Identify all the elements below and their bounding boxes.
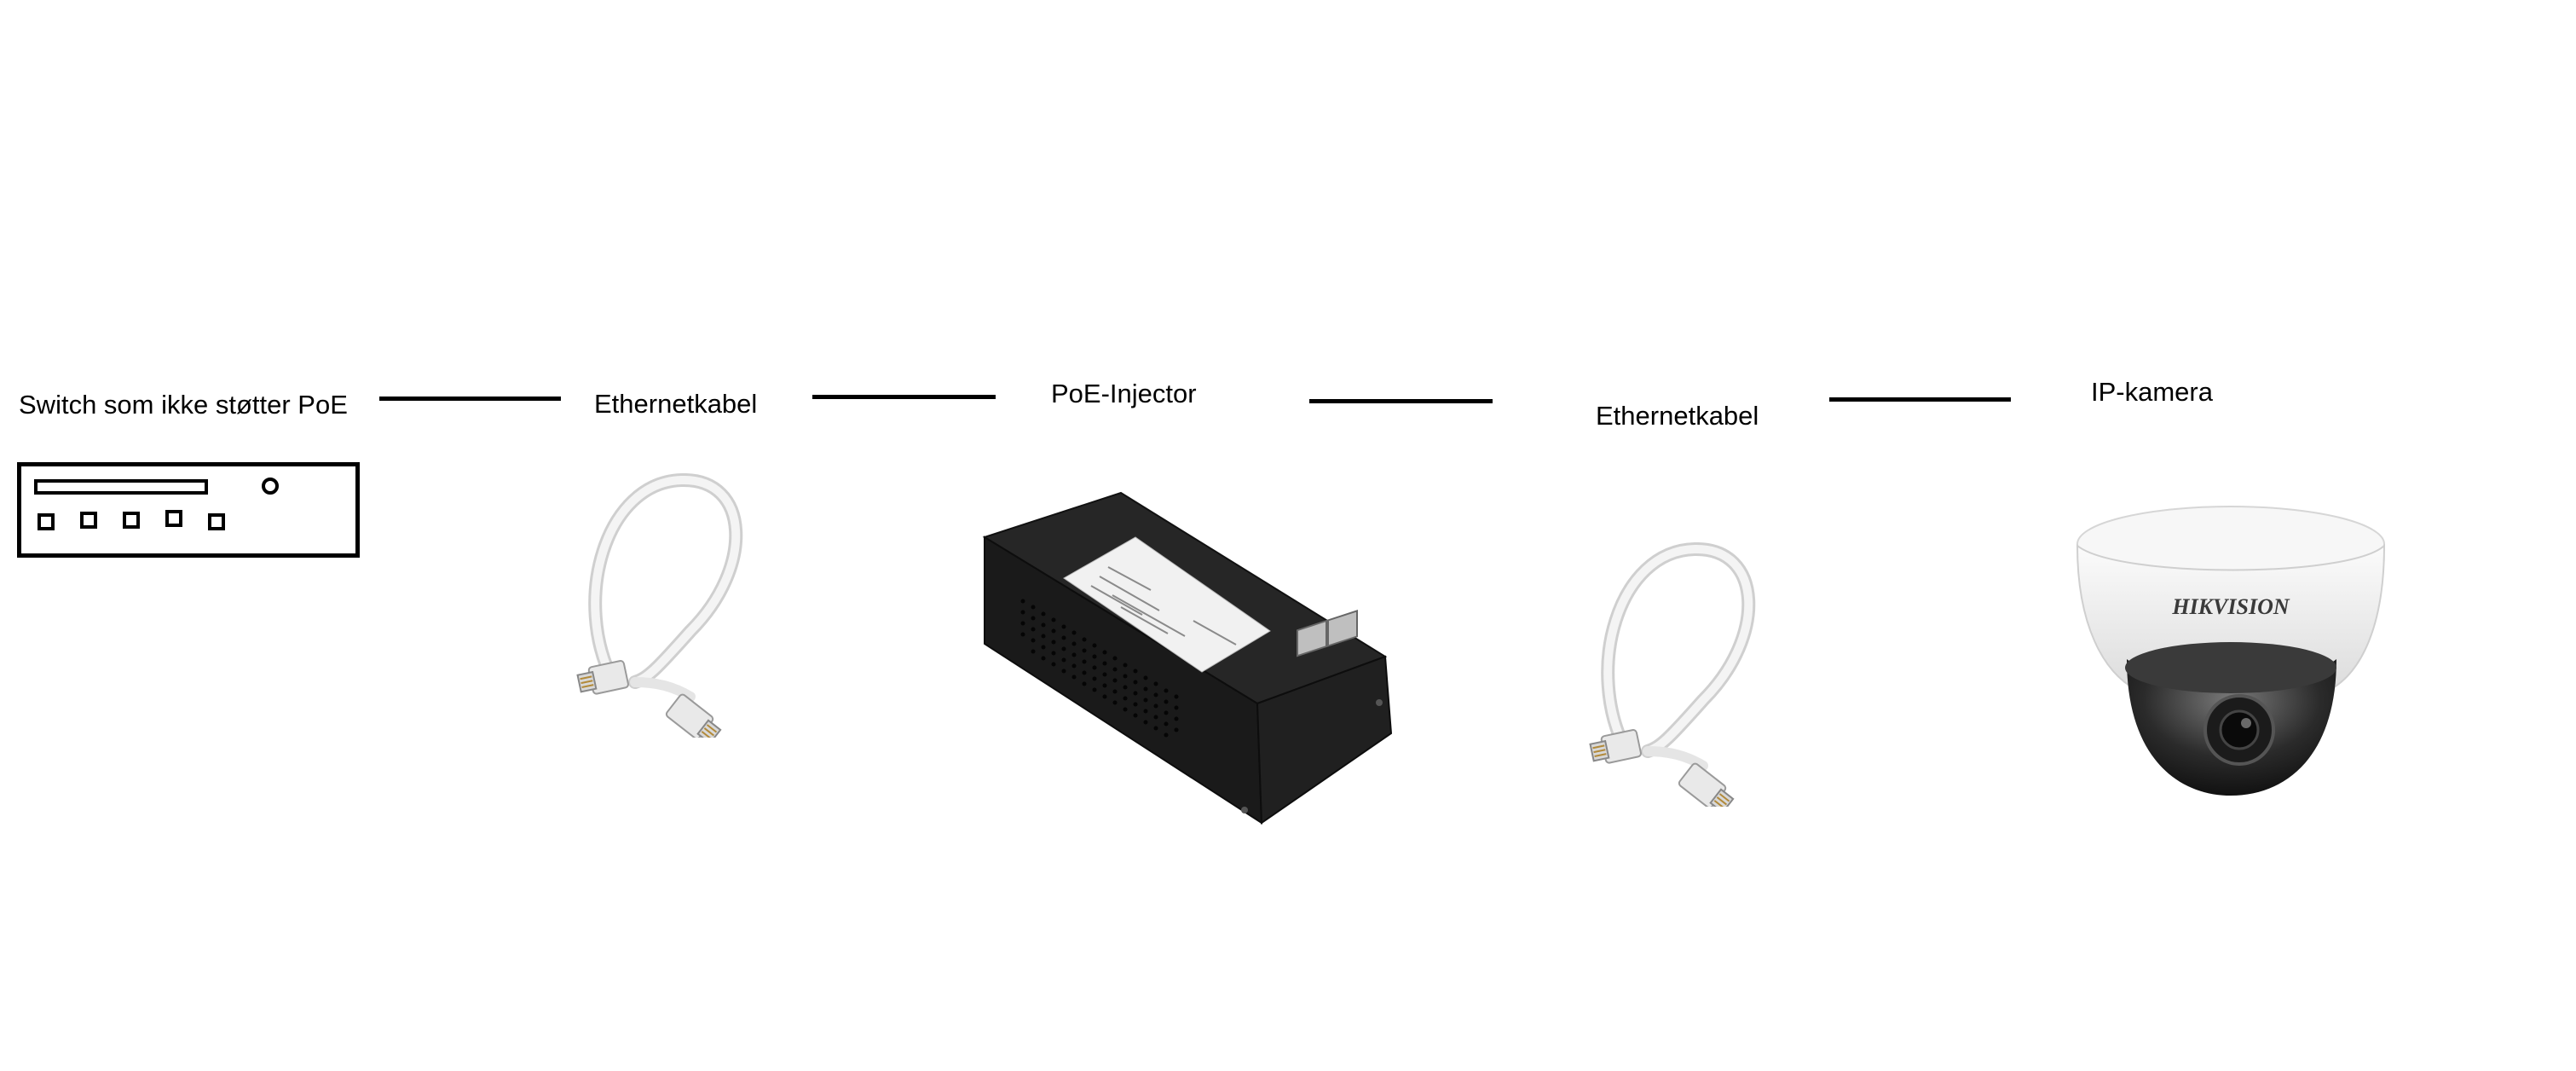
camera-label: IP-kamera bbox=[2091, 377, 2213, 407]
poe-injector-icon bbox=[980, 486, 1398, 827]
ethernet-cable-icon-2 bbox=[1567, 542, 1780, 807]
switch-label: Switch som ikke støtter PoE bbox=[19, 390, 348, 420]
edge-switch-cable1 bbox=[379, 397, 561, 401]
cable2-label: Ethernetkabel bbox=[1596, 401, 1759, 431]
injector-label: PoE-Injector bbox=[1051, 379, 1197, 408]
ethernet-cable-icon-1 bbox=[554, 473, 767, 738]
edge-cable1-injector bbox=[812, 395, 996, 399]
edge-cable2-camera bbox=[1829, 397, 2011, 402]
network-switch-icon bbox=[17, 462, 360, 558]
edge-injector-cable2 bbox=[1309, 399, 1493, 403]
camera-brand-text: HIKVISION bbox=[2171, 594, 2290, 619]
dome-camera-icon: HIKVISION bbox=[2067, 501, 2391, 808]
cable1-label: Ethernetkabel bbox=[594, 389, 758, 419]
